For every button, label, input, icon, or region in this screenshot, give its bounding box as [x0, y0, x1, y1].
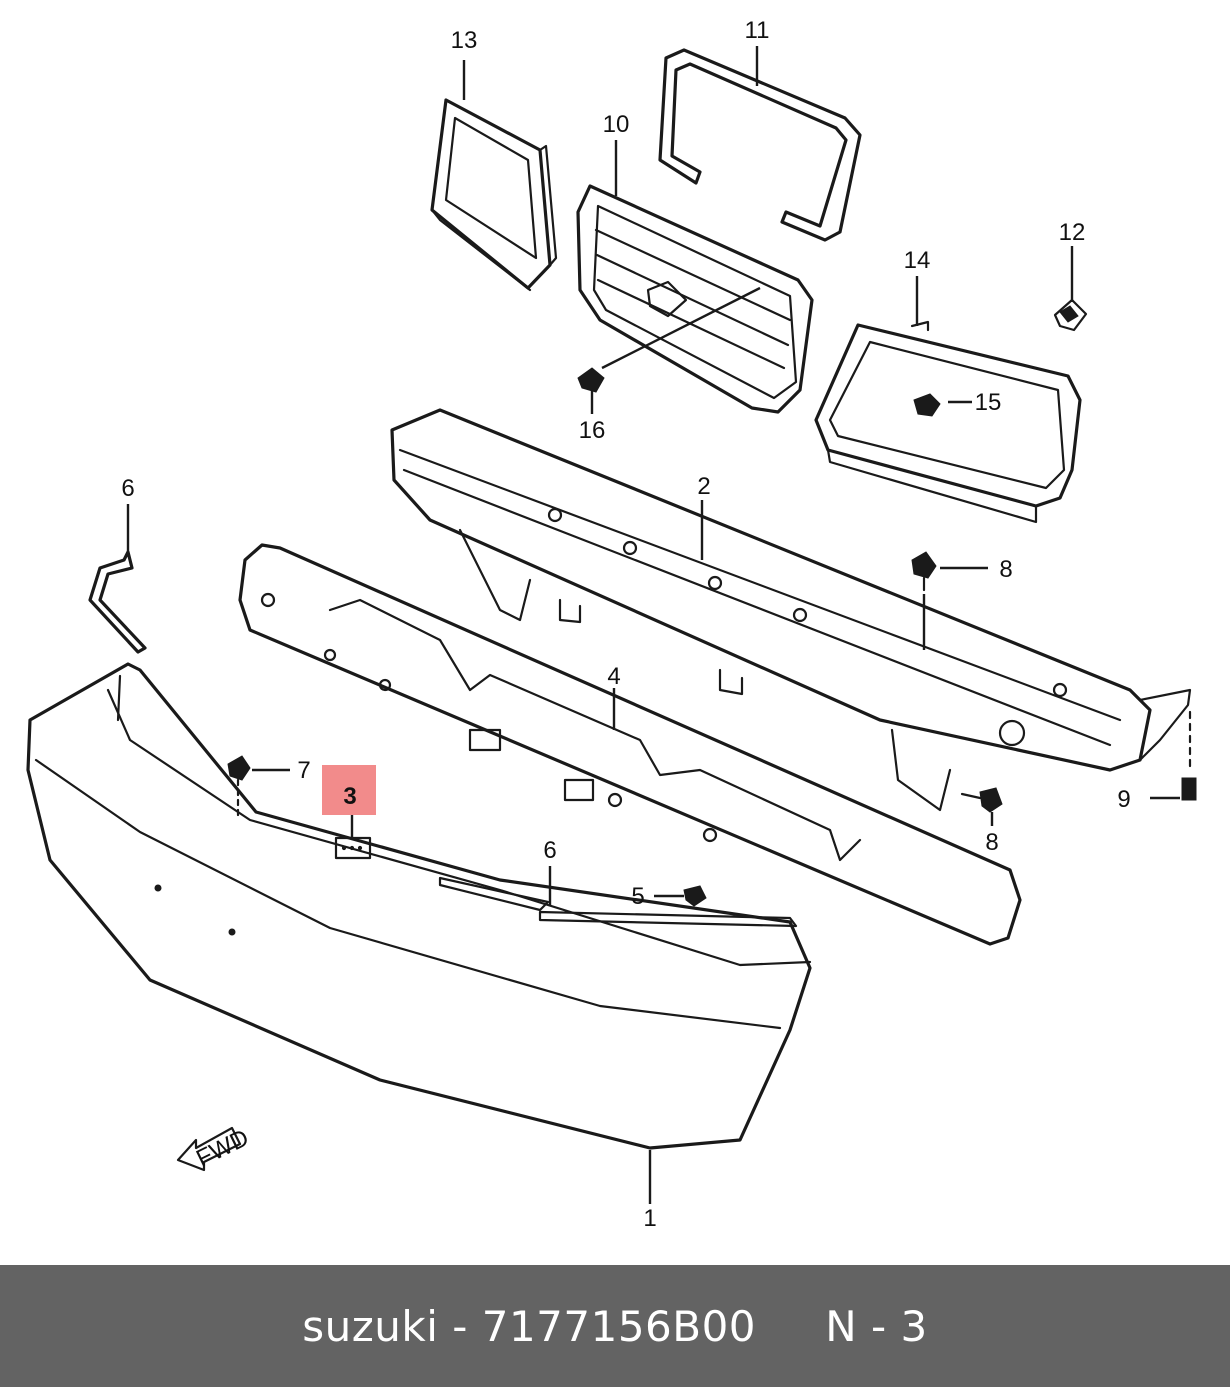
part-14-lamp-frame [814, 320, 1082, 524]
leader-lines [126, 46, 1180, 1204]
callout-9: 9 [1117, 786, 1130, 813]
callout-13: 13 [451, 27, 478, 54]
part-6-strip-upper [88, 550, 147, 654]
callout-6-lower: 6 [543, 837, 556, 864]
fwd-label: FWD [192, 1124, 253, 1172]
part-2-reinforcement [390, 408, 1192, 812]
callout-12: 12 [1059, 219, 1086, 246]
part-7-clip [227, 755, 251, 818]
callout-1: 1 [643, 1205, 656, 1232]
callout-3: 3 [343, 783, 356, 810]
callout-8-lower: 8 [985, 829, 998, 856]
callout-2: 2 [697, 473, 710, 500]
part-12-clip [1053, 298, 1088, 332]
callout-7: 7 [297, 757, 310, 784]
callout-14: 14 [904, 247, 931, 274]
callout-numbers: 13 11 10 12 14 15 16 2 8 6 4 7 3 9 8 6 5… [121, 17, 1130, 1232]
callout-3-highlight [322, 765, 376, 815]
part-9-bolt [1181, 710, 1197, 801]
footer-bar: suzuki - 7177156B00 N - 3 [0, 1265, 1230, 1387]
part-4-absorber [238, 543, 1022, 946]
part-11-grille-molding [658, 48, 862, 242]
fwd-arrow-icon: FWD [176, 1124, 253, 1172]
callout-11: 11 [745, 17, 770, 44]
parts-diagram: FWD 13 11 10 12 14 15 16 2 8 6 4 7 3 9 8… [26, 17, 1197, 1232]
part-8-bolt-lower [960, 787, 1003, 813]
part-8-bolt-upper [911, 551, 937, 592]
part-13-lamp-frame [430, 98, 558, 292]
part-10-grille [576, 184, 814, 414]
callout-8-upper: 8 [999, 556, 1012, 583]
callout-15: 15 [975, 389, 1002, 416]
callout-5: 5 [631, 883, 644, 910]
callout-4: 4 [607, 663, 620, 690]
callout-6-upper: 6 [121, 475, 134, 502]
footer-part-number: suzuki - 7177156B00 N - 3 [302, 1301, 928, 1351]
callout-10: 10 [603, 111, 630, 138]
part-5-clip [683, 885, 707, 907]
callout-16: 16 [579, 417, 606, 444]
part-15-clip [913, 393, 941, 417]
part-1-bumper-cover [26, 662, 812, 1150]
